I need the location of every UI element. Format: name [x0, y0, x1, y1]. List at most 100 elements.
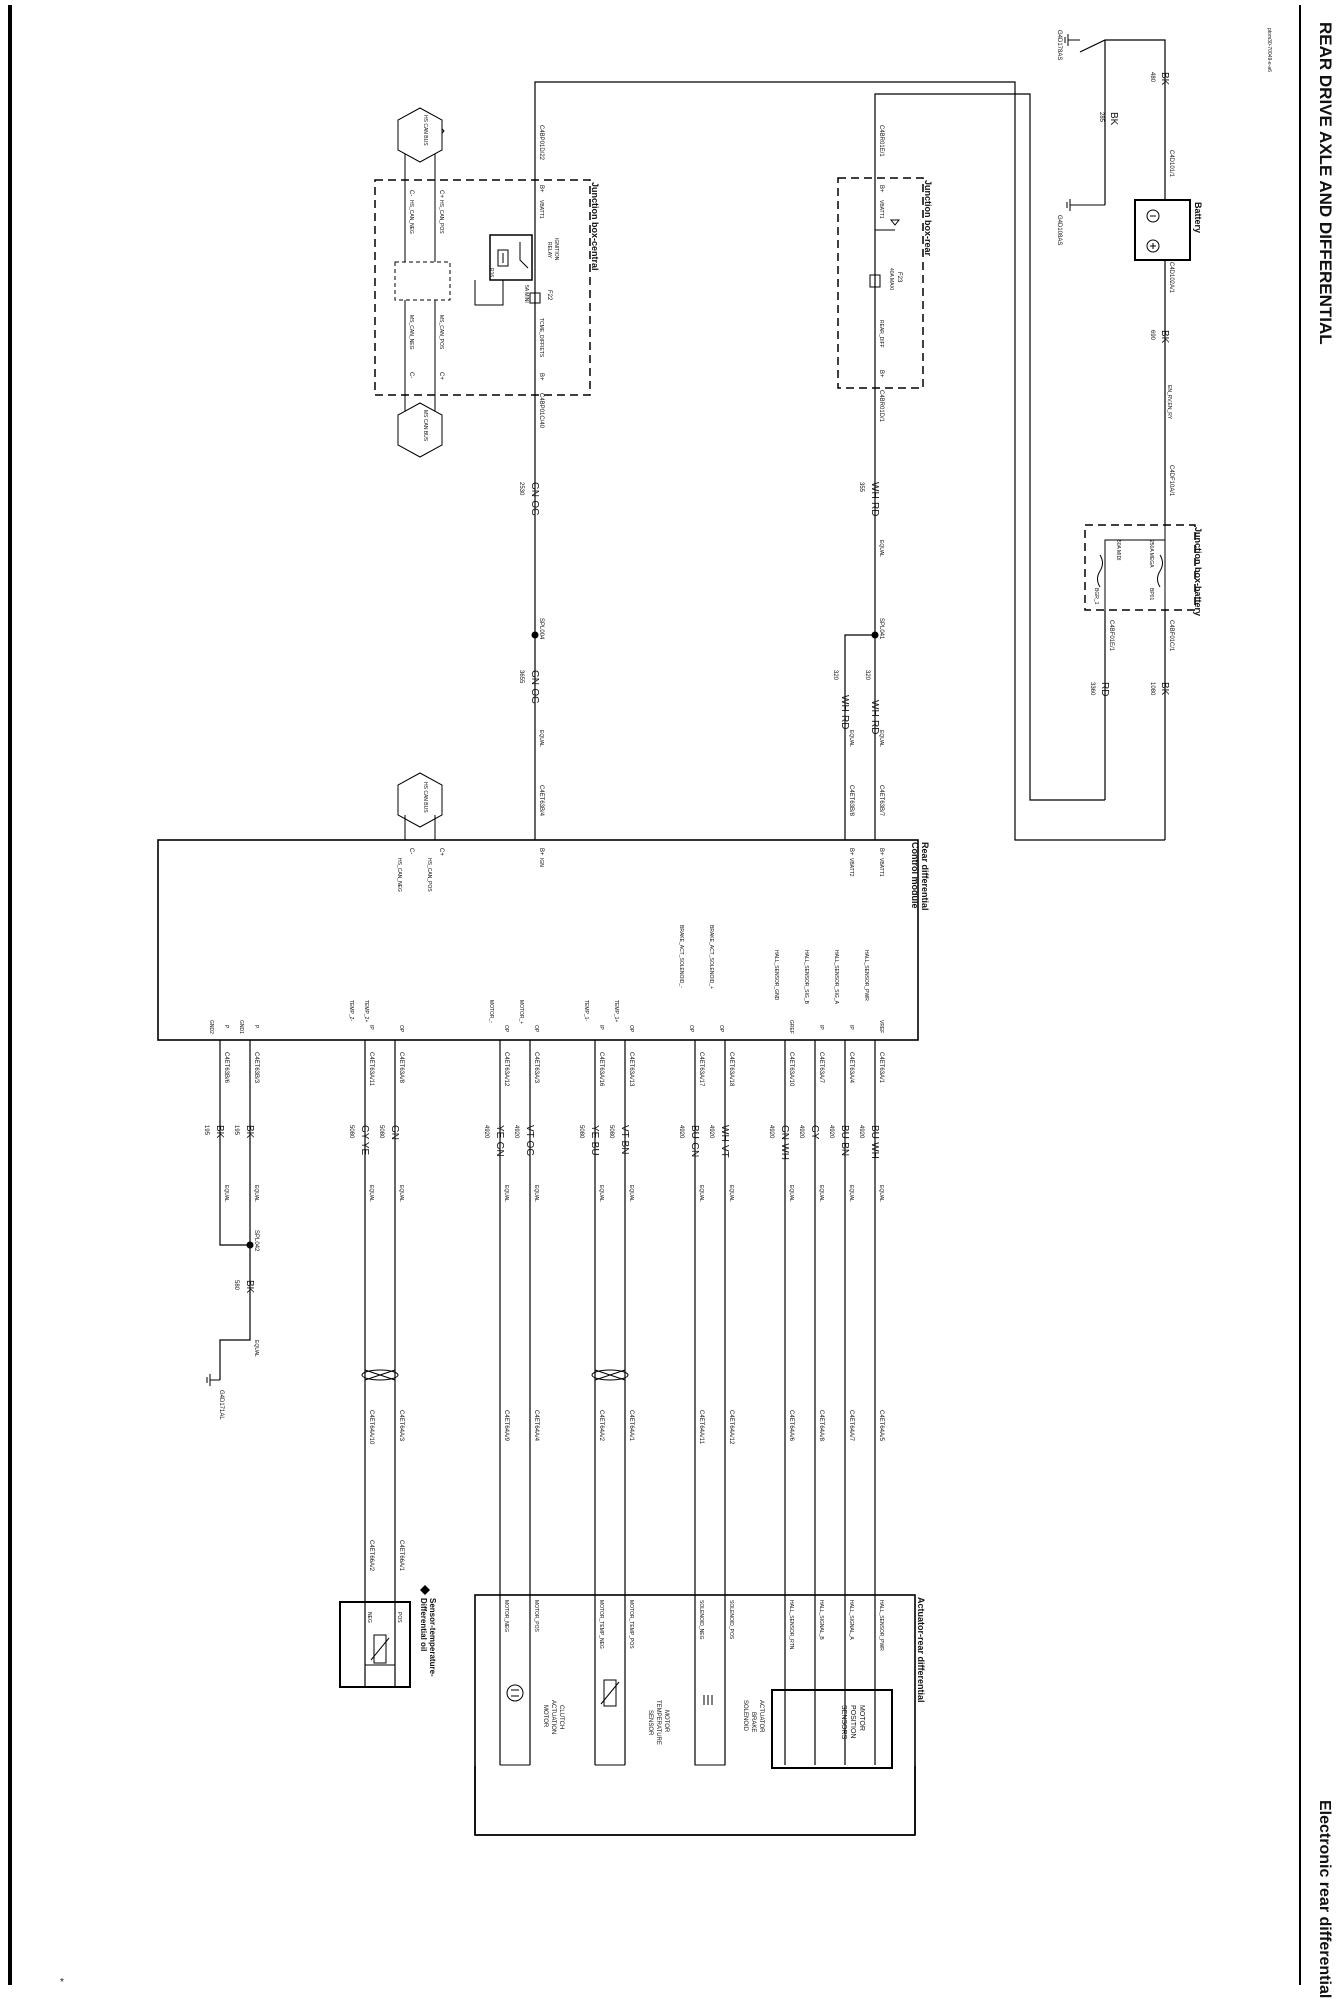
twist-icon: [591, 1369, 629, 1381]
relay-arrow-icon: [889, 219, 901, 226]
sensor-diamond-icon: [420, 1585, 430, 1595]
conn-c4bf01e-1: C4BF01E/1: [1108, 620, 1114, 652]
mps-label-3: SENSORS: [840, 1705, 847, 1740]
wire-gauge-3655: 3655: [518, 670, 524, 684]
fuse-f22-rating: 5A MINI: [523, 285, 529, 303]
fuse-mega-path: [1104, 525, 1166, 610]
wire-gauge-labels: 4920 4920 4920 4920 4920 4920 5080 5080 …: [203, 1125, 864, 1139]
hs-can-bus-arrow-icon: [397, 772, 443, 828]
wire-equal-4: EQUAL: [538, 730, 544, 747]
wire-color-gy-1: GY: [809, 1125, 820, 1140]
pin-temp1n-m: TEMP_1-: [583, 1000, 589, 1021]
clutch-label-2: ACTUATION: [550, 1700, 556, 1734]
wire-color-gn-og-2: GN-OG: [529, 670, 540, 704]
conn-c4bp01c-40: C4BP01C/40: [538, 393, 544, 429]
actuator-section: Actuator-rear differential MOTOR POSITIO…: [474, 1594, 926, 1836]
wire-gauge-5080-a: 5080: [608, 1125, 614, 1139]
pin-hall-b-m: HALL_SENSOR_SIG_B: [803, 950, 809, 1005]
conn-c4et63b-8: C4ET63B/8: [848, 785, 854, 817]
clutch-label-1: CLUTCH: [558, 1705, 564, 1729]
wire-color-ye-gn: YE-GN: [494, 1125, 505, 1157]
ignition-relay: [489, 234, 533, 281]
conn-c4br01e-1: C4BR01E/1: [878, 125, 884, 157]
pin-pos-sensor: POS: [396, 1612, 402, 1623]
ground-label-g4d171al: G4D171AL: [218, 1390, 224, 1420]
pin-ip-m2: IP: [818, 1025, 824, 1030]
conn-c4et63b-7: C4ET63B/7: [878, 785, 884, 817]
pin-brake-neg-m: BRAKE_ACT_SOLENOID_-: [678, 925, 684, 988]
conn-c4et64a-4: C4ET64A/4: [533, 1410, 539, 1442]
ground-icon: [1066, 199, 1105, 211]
conn-c4et63a-12: C4ET63A/12: [503, 1052, 509, 1087]
conn-c4df10a-1: C4DF10A/1: [1168, 465, 1174, 497]
wire-equal-18: EQUAL: [223, 1185, 229, 1202]
wire-equal-5: EQUAL: [878, 1185, 884, 1202]
pin-a-hall-pwr: HALL_SENSOR_PWR: [878, 1600, 884, 1651]
wire-color-vt-og: VT-OG: [524, 1125, 535, 1156]
rdcm-label-2: Control module: [910, 842, 920, 909]
conn-c4d101-1: C4D101/1: [1168, 150, 1174, 178]
wire-color-gy-ye: GY-YE: [359, 1125, 370, 1156]
conn-c4et63a-8: C4ET63A/8: [398, 1052, 404, 1084]
pin-cminus-m: C-: [408, 848, 414, 854]
battery-label: Battery: [1193, 202, 1203, 233]
pin-hs-can-neg-1: HS_CAN_NEG: [408, 200, 414, 234]
actuator-connector-labels: C4ET64A/5 C4ET64A/7 C4ET64A/8 C4ET64A/6 …: [368, 1410, 884, 1445]
solenoid-icon: [703, 1695, 713, 1705]
conn-c4br01d-1: C4BR01D/1: [878, 390, 884, 423]
pin-vbatt1-m: VBATT1: [878, 858, 884, 877]
splice-label-spl042: SPL042: [253, 1230, 259, 1252]
pin-a-hall-b: HALL_SIGNAL_B: [818, 1600, 824, 1640]
conn-c4et63a-10: C4ET63A/10: [788, 1052, 794, 1087]
twist-icon: [594, 1369, 626, 1381]
pin-rear-diff: REAR_DIFF: [878, 320, 884, 348]
pin-vbatt2-m: VBATT2: [848, 858, 854, 877]
wire-equal-8: EQUAL: [788, 1185, 794, 1202]
pin-vbatt1-jbr: VBATT1: [878, 200, 884, 219]
wire-gauge-4920-d: 4920: [768, 1125, 774, 1139]
conn-c4et64a-2: C4ET64A/2: [598, 1410, 604, 1442]
wire-gauge-4920-b: 4920: [828, 1125, 834, 1139]
rear-diff-control-module: [157, 839, 919, 1041]
wire-color-wh-rd-1: WH-RD: [869, 482, 880, 516]
conn-c4et64a-3: C4ET64A/3: [398, 1410, 404, 1442]
pin-motorn-m: MOTOR_-: [488, 1000, 494, 1023]
wire-equal-16: EQUAL: [368, 1185, 374, 1202]
brake-label-3: SOLENOID: [742, 1700, 748, 1732]
fuse-icon: [1157, 554, 1163, 588]
splice-label-spl041: SPL041: [878, 618, 884, 640]
pin-mt-neg: MOTOR_TEMP_NEG: [598, 1600, 604, 1649]
wire-gauge-4920-a: 4920: [858, 1125, 864, 1139]
wire-gauge-195-a: 195: [233, 1125, 239, 1136]
pin-temp1p-m: TEMP_1+: [613, 1000, 619, 1022]
pin-ign-m: IGN: [538, 858, 544, 867]
wire-color-bk-2: BK: [1108, 112, 1119, 126]
pin-mt-pos: MOTOR_TEMP_POS: [628, 1600, 634, 1649]
battery-section: BK 480 BK 285 G4D178AS G4D108AS Battery …: [1056, 30, 1203, 840]
ground-label-g4d108as: G4D108AS: [1056, 215, 1062, 245]
relay-label-2: RELAY: [546, 242, 552, 259]
pin-hs-can-pos-1: HS_CAN_POS: [438, 200, 444, 234]
wire-gauge-3360: 3360: [1089, 682, 1095, 696]
conn-c4et63a-3: C4ET63A/3: [533, 1052, 539, 1084]
wire-gauge-580: 580: [233, 1280, 239, 1291]
ground-label-g4d178as: G4D178AS: [1056, 30, 1062, 60]
wire-gauge-690: 690: [1149, 330, 1155, 341]
conn-c4et63b-4: C4ET63B/4: [538, 785, 544, 817]
conn-c4et63a-13: C4ET63A/13: [628, 1052, 634, 1087]
pin-tcme: TCME_DIFFIETS: [538, 318, 544, 358]
pin-op-m3: OP: [628, 1025, 634, 1033]
pin-hall-pwr-m: HALL_SENSOR_PWR: [863, 950, 869, 1001]
pin-temp2p-m: TEMP_2+: [363, 1000, 369, 1022]
module-connector-labels: C4ET63A/1 C4ET63A/4 C4ET63A/7 C4ET63A/10…: [223, 1052, 884, 1087]
signal-wires: [219, 1040, 876, 1765]
wire-equal-7: EQUAL: [818, 1185, 824, 1202]
battery-terminal-pos: [1146, 239, 1160, 253]
sensor-label-2: Differential oil: [419, 1598, 428, 1651]
wire-equal-labels: EQUAL EQUAL EQUAL EQUAL EQUAL EQUAL EQUA…: [223, 1185, 884, 1202]
fuse-icon: [529, 292, 541, 304]
fuse-bp01-label: BP01: [1148, 588, 1154, 600]
pin-ip-m1: IP: [848, 1025, 854, 1030]
pin-gref-m: GREF: [788, 1020, 794, 1034]
wire-gauge-4920-h: 4920: [483, 1125, 489, 1139]
